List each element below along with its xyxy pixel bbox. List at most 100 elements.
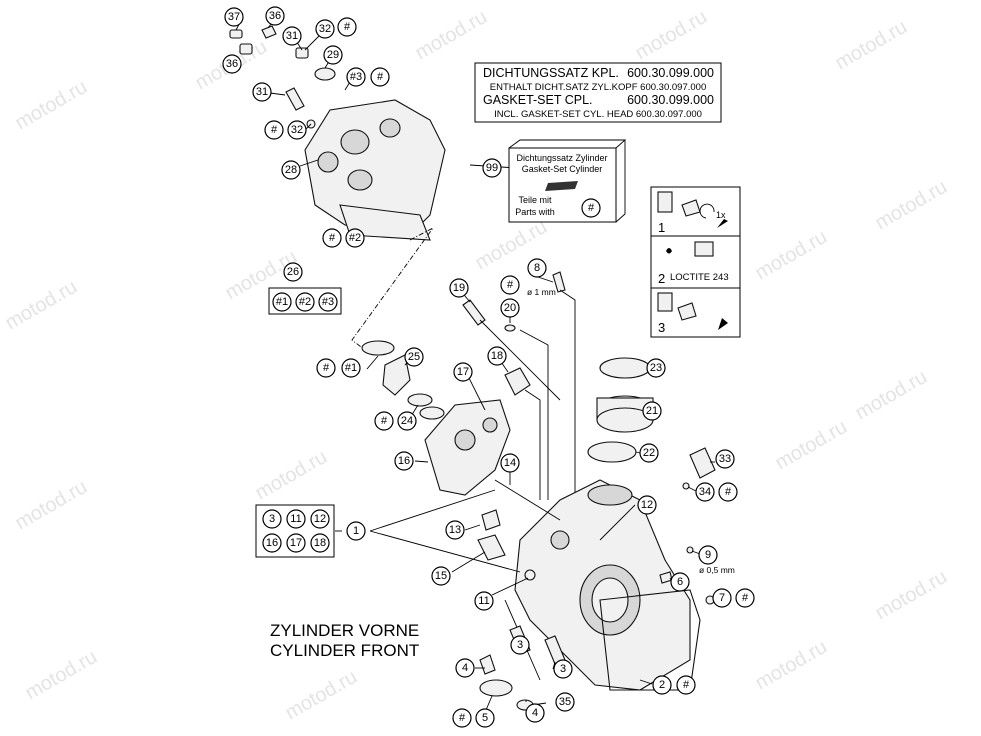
svg-text:24: 24 <box>401 415 413 427</box>
svg-text:35: 35 <box>559 696 571 708</box>
cam-bracket <box>424 399 511 496</box>
callout-8: 8 <box>527 258 547 278</box>
svg-text:#: # <box>271 124 278 136</box>
valve-cover-body <box>304 99 446 236</box>
callout-23: 23 <box>646 358 666 378</box>
tensioner <box>504 367 541 500</box>
oring-34 <box>682 482 690 490</box>
leader <box>537 276 554 283</box>
watermark-text: motod.ru <box>12 476 91 535</box>
callout-6: 6 <box>670 572 690 592</box>
axis-line <box>559 289 576 500</box>
svg-text:#2: #2 <box>299 296 311 308</box>
axis-line <box>524 389 541 500</box>
watermark-text: motod.ru <box>252 446 331 505</box>
assembly-chain-line <box>351 227 434 351</box>
svg-text:34: 34 <box>699 486 711 498</box>
svg-text:#: # <box>381 415 388 427</box>
callout-32-b: 32 <box>287 120 307 140</box>
group1-callout-17: 17 <box>286 533 306 553</box>
svg-text:#: # <box>344 21 351 33</box>
watermark-text: motod.ru <box>752 226 831 285</box>
svg-text:17: 17 <box>290 537 302 549</box>
callout-1: 1 <box>346 521 366 541</box>
svg-text:#1: #1 <box>345 362 357 374</box>
callout-24: 24 <box>397 411 417 431</box>
watermark-text: motod.ru <box>282 666 361 725</box>
dim-jet-9: ø 0,5 mm <box>699 565 735 575</box>
watermark-text: motod.ru <box>772 416 851 475</box>
svg-text:23: 23 <box>650 362 662 374</box>
callout-16: 16 <box>394 451 414 471</box>
tensioner-18 <box>504 367 531 396</box>
svg-text:25: 25 <box>408 351 420 363</box>
leader <box>485 695 493 711</box>
cover-port <box>379 118 401 138</box>
callout-15: 15 <box>431 566 451 586</box>
callout-28: 28 <box>281 160 301 180</box>
callout-9: 9 <box>698 545 718 565</box>
base-gasket <box>599 589 701 691</box>
svg-text:18: 18 <box>314 537 326 549</box>
svg-text:#1: #1 <box>276 296 288 308</box>
step2-fitting-icon <box>694 241 714 257</box>
group-1-box: 3 11 12 16 17 18 <box>255 504 335 558</box>
group26-callout-1: #1 <box>272 292 292 312</box>
cover-gasket <box>339 204 431 241</box>
svg-text:#: # <box>588 202 595 214</box>
bolts-upper <box>462 271 576 500</box>
gasket-line3-text: GASKET-SET CPL. <box>483 93 593 107</box>
cover-port <box>347 169 373 191</box>
group26-callout-2: #2 <box>295 292 315 312</box>
svg-text:#: # <box>742 592 749 604</box>
callout-layer: 37 36 36 31 31 32 # 29 #3 # # 32 28 # #2… <box>222 6 755 728</box>
callout-5: 5 <box>475 708 495 728</box>
callout-hash: # <box>322 228 342 248</box>
svg-text:7: 7 <box>719 592 725 604</box>
svg-text:#3: #3 <box>322 296 334 308</box>
watermark-text: motod.ru <box>832 16 911 75</box>
axis-line <box>494 479 561 521</box>
svg-text:36: 36 <box>269 10 281 22</box>
gasket-line2: ENTHALT DICHT.SATZ ZYL.KOPF 600.30.097.0… <box>490 82 706 93</box>
diagram-title-de: ZYLINDER VORNE <box>270 621 419 640</box>
step3-arrow-icon <box>718 318 728 330</box>
axis-line <box>519 329 549 500</box>
svg-text:2: 2 <box>659 679 665 691</box>
part-screw <box>229 29 243 39</box>
lower-left-parts <box>477 479 715 605</box>
bracket-bore <box>454 429 476 451</box>
bolt-19 <box>462 299 486 326</box>
svg-text:22: 22 <box>643 447 655 459</box>
gasket-set-label: DICHTUNGSSATZ KPL. 600.30.099.000 ENTHAL… <box>474 62 722 123</box>
seal-5 <box>479 679 513 697</box>
svg-text:3: 3 <box>517 639 523 651</box>
callout-4: 4 <box>455 658 475 678</box>
callout-19: 19 <box>449 278 469 298</box>
callout-hash: # <box>370 67 390 87</box>
svg-text:12: 12 <box>641 499 653 511</box>
gasket-line1-text: DICHTUNGSSATZ KPL. <box>483 66 619 80</box>
svg-text:31: 31 <box>256 86 268 98</box>
callout-11: 11 <box>474 591 494 611</box>
svg-text:#: # <box>329 232 336 244</box>
bolt-axis <box>479 319 561 401</box>
washer-20 <box>504 324 516 332</box>
group26-callout-3: #3 <box>318 292 338 312</box>
step1-rotate-arrow-icon <box>699 203 715 219</box>
step3-number: 3 <box>658 320 665 335</box>
svg-text:#: # <box>507 279 514 291</box>
svg-text:5: 5 <box>482 712 488 724</box>
callout-29: 29 <box>323 45 343 65</box>
ktm-logo-icon <box>545 181 578 191</box>
cylinder-bore-top <box>587 484 633 506</box>
svg-text:4: 4 <box>462 662 468 674</box>
watermark-text: motod.ru <box>752 636 831 695</box>
callout-7: 7 <box>712 588 732 608</box>
callout-14: 14 <box>500 453 520 473</box>
ring-23 <box>599 357 651 379</box>
watermark-text: motod.ru <box>412 6 491 65</box>
svg-text:11: 11 <box>478 595 489 607</box>
step2-label: LOCTITE 243 <box>670 272 729 283</box>
svg-text:6: 6 <box>677 576 683 588</box>
